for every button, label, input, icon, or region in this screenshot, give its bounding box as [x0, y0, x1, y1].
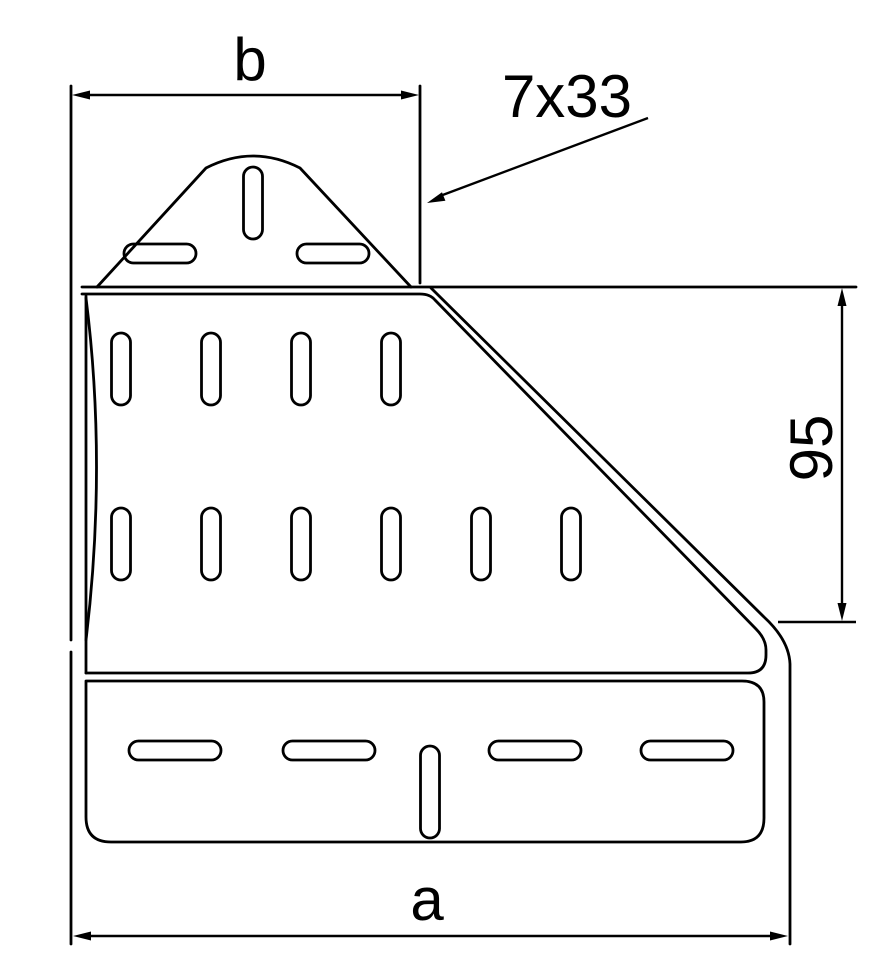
- dimension-b: b: [72, 26, 419, 100]
- dimension-95: 95: [778, 288, 856, 624]
- web-slot: [380, 506, 402, 582]
- web-slot: [380, 331, 402, 407]
- web-slot: [470, 506, 492, 582]
- dimension-a: a: [73, 866, 788, 941]
- dim-95-label: 95: [778, 415, 845, 482]
- slot-callout: 7x33: [427, 63, 649, 203]
- dim-95-arrow-bottom: [837, 603, 847, 621]
- flange-horizontal-slot: [639, 739, 735, 762]
- dim-a-label: a: [410, 866, 444, 933]
- bottom-flange-outline: [84, 679, 766, 844]
- diagonal-edge-and-right-wall: [429, 286, 792, 946]
- inner-fold-line: [80, 292, 768, 675]
- slot-callout-label: 7x33: [502, 63, 632, 130]
- web-slot: [110, 331, 132, 407]
- dim-95-arrow-top: [837, 288, 847, 306]
- slot-callout-arrowhead: [427, 192, 446, 203]
- flange-center-vertical-slot: [419, 744, 441, 840]
- dim-b-label: b: [233, 26, 266, 93]
- dim-b-arrow-right: [401, 90, 419, 100]
- part-outline-group: [69, 84, 858, 946]
- left-web-bend-arc: [84, 296, 98, 642]
- flange-horizontal-slot: [127, 739, 223, 762]
- slot-callout-leader-line: [439, 116, 649, 198]
- flange-horizontal-slot: [281, 739, 377, 762]
- web-slot: [290, 506, 312, 582]
- flange-horizontal-slot: [487, 739, 583, 762]
- dim-b-arrow-left: [72, 90, 90, 100]
- dome-center-vertical-slot: [242, 165, 264, 241]
- web-slot: [110, 506, 132, 582]
- dim-a-arrow-left: [73, 931, 91, 941]
- top-connector-dome-outline: [95, 154, 413, 289]
- web-slot: [200, 331, 222, 407]
- dim-a-arrow-right: [770, 931, 788, 941]
- dome-left-horizontal-slot: [122, 242, 198, 265]
- web-slot: [560, 506, 582, 582]
- web-slot: [200, 506, 222, 582]
- web-slot: [290, 331, 312, 407]
- dome-right-horizontal-slot: [295, 242, 371, 265]
